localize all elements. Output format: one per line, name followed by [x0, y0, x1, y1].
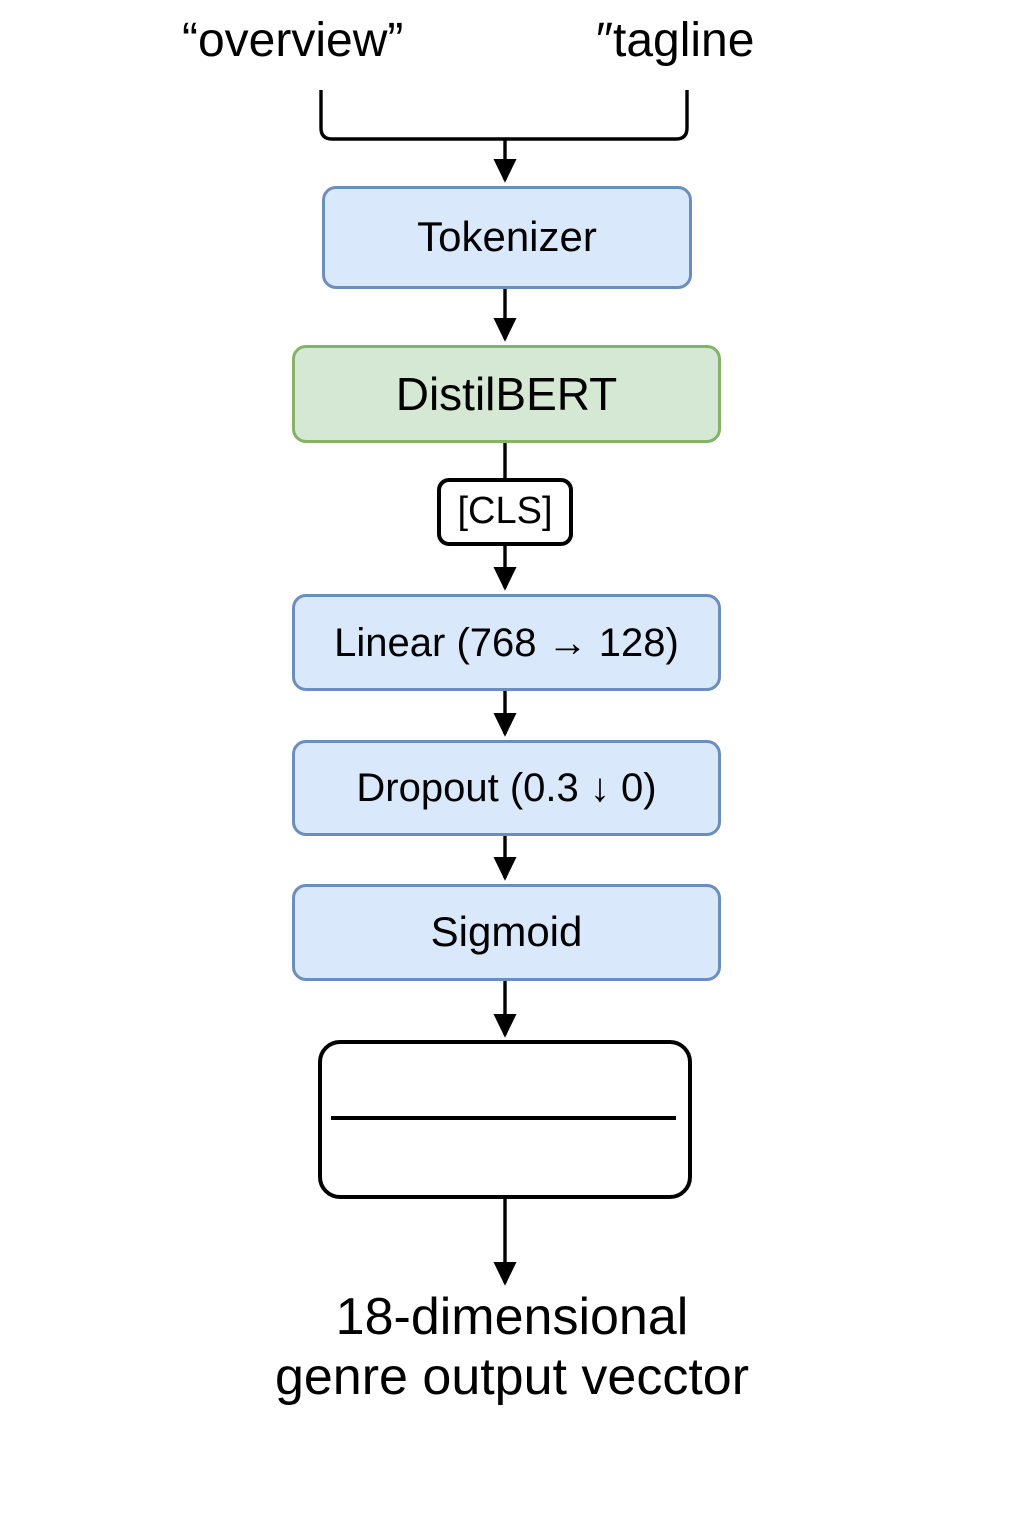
node-distilbert-label: DistilBERT	[395, 367, 618, 420]
input-label-overview: “overview”	[182, 14, 404, 67]
node-distilbert[interactable]: DistilBERT	[292, 345, 721, 443]
node-cls-label: [CLS]	[457, 490, 553, 533]
node-tokenizer[interactable]: Tokenizer	[322, 186, 692, 289]
node-tokenizer-label: Tokenizer	[417, 213, 597, 261]
input-label-tagline: ″tagline	[596, 14, 755, 67]
node-sigmoid-label: Sigmoid	[430, 908, 583, 956]
node-cls-token[interactable]: [CLS]	[437, 478, 573, 546]
node-sigmoid[interactable]: Sigmoid	[292, 884, 721, 981]
input-merge-bracket	[319, 90, 689, 183]
output-caption-line-1: 18-dimensional	[335, 1288, 689, 1346]
node-dropout-label: Dropout (0.3 ↓ 0)	[356, 766, 657, 810]
output-box-divider-rule	[331, 1116, 676, 1120]
node-dropout[interactable]: Dropout (0.3 ↓ 0)	[292, 740, 721, 836]
node-linear[interactable]: Linear (768 → 128)	[292, 594, 721, 691]
node-linear-label: Linear (768 → 128)	[334, 620, 679, 665]
output-caption-line-2: genre output vecctor	[274, 1348, 750, 1406]
